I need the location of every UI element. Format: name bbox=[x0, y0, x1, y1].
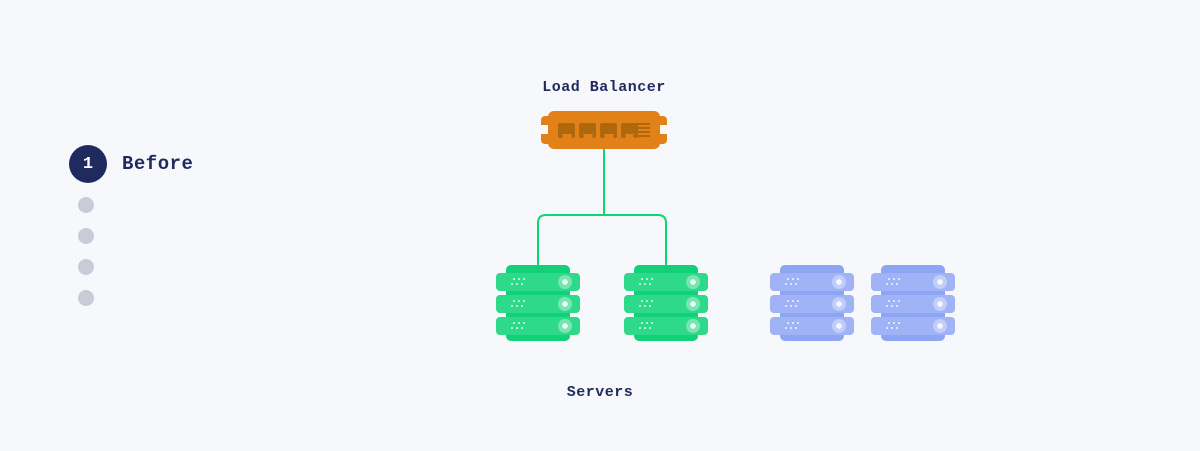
vent-grill-icon bbox=[633, 123, 650, 137]
server-unit bbox=[624, 317, 708, 335]
server-vents-icon bbox=[641, 278, 643, 280]
ethernet-port-icon bbox=[579, 123, 596, 138]
server-led-icon bbox=[558, 297, 572, 311]
step-circle: 1 bbox=[69, 145, 107, 183]
server-led-icon bbox=[832, 319, 846, 333]
ethernet-ports-icon bbox=[558, 123, 638, 138]
server-unit bbox=[871, 317, 955, 335]
server-vents-icon bbox=[513, 322, 515, 324]
server-led-icon bbox=[558, 275, 572, 289]
server-unit bbox=[871, 273, 955, 291]
server-vents-icon bbox=[513, 278, 515, 280]
step-progress-dot bbox=[78, 290, 94, 306]
server-led-icon bbox=[686, 297, 700, 311]
server-led-icon bbox=[832, 275, 846, 289]
server-unit bbox=[624, 273, 708, 291]
load-balancer-label: Load Balancer bbox=[542, 79, 666, 96]
server-vents-icon bbox=[787, 322, 789, 324]
step-progress-dots bbox=[78, 197, 94, 306]
server-unit bbox=[770, 295, 854, 313]
server-unit bbox=[770, 317, 854, 335]
server-stack-idle-2 bbox=[871, 265, 955, 341]
server-vents-icon bbox=[641, 300, 643, 302]
server-unit bbox=[496, 273, 580, 291]
server-vents-icon bbox=[888, 278, 890, 280]
step-progress-dot bbox=[78, 259, 94, 275]
load-balancer-bracket-notch bbox=[541, 125, 548, 134]
server-unit bbox=[871, 295, 955, 313]
ethernet-port-icon bbox=[600, 123, 617, 138]
server-vents-icon bbox=[888, 300, 890, 302]
step-progress-dot bbox=[78, 228, 94, 244]
server-led-icon bbox=[832, 297, 846, 311]
server-vents-icon bbox=[513, 300, 515, 302]
server-led-icon bbox=[686, 319, 700, 333]
server-unit bbox=[496, 317, 580, 335]
ethernet-port-icon bbox=[621, 123, 638, 138]
step-number: 1 bbox=[82, 154, 94, 174]
connector-branch-line bbox=[537, 214, 667, 266]
server-unit bbox=[496, 295, 580, 313]
step-progress-dot bbox=[78, 197, 94, 213]
server-vents-icon bbox=[641, 322, 643, 324]
server-stack-active-2 bbox=[624, 265, 708, 341]
server-stack-active-1 bbox=[496, 265, 580, 341]
server-unit bbox=[624, 295, 708, 313]
server-led-icon bbox=[933, 319, 947, 333]
server-led-icon bbox=[558, 319, 572, 333]
server-led-icon bbox=[933, 297, 947, 311]
load-balancer-icon bbox=[541, 111, 667, 149]
step-label: Before bbox=[122, 153, 194, 175]
server-led-icon bbox=[686, 275, 700, 289]
load-balancer-body bbox=[548, 111, 660, 149]
server-vents-icon bbox=[787, 300, 789, 302]
server-vents-icon bbox=[787, 278, 789, 280]
server-led-icon bbox=[933, 275, 947, 289]
servers-label: Servers bbox=[566, 384, 634, 401]
server-unit bbox=[770, 273, 854, 291]
server-vents-icon bbox=[888, 322, 890, 324]
server-stack-idle-1 bbox=[770, 265, 854, 341]
load-balancer-bracket-notch bbox=[660, 125, 667, 134]
ethernet-port-icon bbox=[558, 123, 575, 138]
